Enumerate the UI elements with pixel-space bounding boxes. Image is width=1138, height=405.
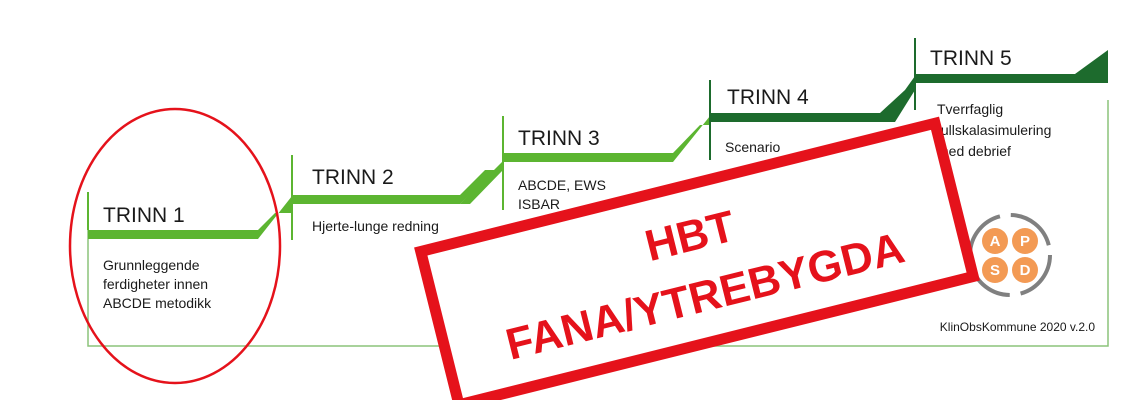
- step-5-desc-line: Tverrfaglig: [937, 101, 1003, 117]
- step-3-ramp: [673, 116, 710, 162]
- step-1-desc-line: ferdigheter innen: [103, 276, 208, 292]
- apsd-logo: A P S D: [968, 213, 1052, 297]
- step-1-desc-line: Grunnleggende: [103, 257, 200, 273]
- stamp-box: [414, 116, 980, 405]
- step-3-title: TRINN 3: [518, 127, 600, 150]
- step-2-desc-line: Hjerte-lunge redning: [312, 218, 439, 234]
- footer-version: KlinObsKommune 2020 v.2.0: [940, 320, 1096, 334]
- step-3-desc-line: ABCDE, EWS: [518, 177, 606, 193]
- step-1-ramp: [258, 196, 292, 239]
- step-5: TRINN 5 Tverrfaglig fullskalasimulering …: [914, 38, 1108, 159]
- step-3-desc-line: ISBAR: [518, 196, 560, 212]
- step-5-desc-line: med debrief: [937, 143, 1011, 159]
- step-1: TRINN 1 Grunnleggende ferdigheter innen …: [87, 192, 292, 311]
- logo-letter: P: [1020, 233, 1030, 250]
- step-2-ramp: [460, 155, 503, 204]
- step-3: TRINN 3 ABCDE, EWS ISBAR: [502, 116, 710, 212]
- step-2-title: TRINN 2: [312, 166, 394, 189]
- logo-letter: A: [990, 233, 1001, 250]
- step-5-desc-line: fullskalasimulering: [937, 122, 1051, 138]
- step-4-bar: [710, 113, 880, 122]
- step-5-title: TRINN 5: [930, 47, 1012, 70]
- step-1-title: TRINN 1: [103, 204, 185, 227]
- step-5-bar: [915, 74, 1075, 83]
- step-5-ramp: [1075, 50, 1108, 83]
- step-4: TRINN 4 Scenario: [709, 76, 915, 160]
- step-2: TRINN 2 Hjerte-lunge redning: [291, 155, 503, 240]
- highlight-circle: [68, 107, 282, 385]
- step-4-ramp: [880, 76, 915, 122]
- step-3-bar: [503, 153, 673, 162]
- step-2-bar: [292, 195, 460, 204]
- logo-letter: S: [990, 262, 1000, 279]
- step-1-bar: [88, 230, 258, 239]
- step-4-title: TRINN 4: [727, 86, 809, 109]
- step-4-desc-line: Scenario: [725, 139, 780, 155]
- logo-letter: D: [1020, 262, 1031, 279]
- step-1-desc-line: ABCDE metodikk: [103, 295, 212, 311]
